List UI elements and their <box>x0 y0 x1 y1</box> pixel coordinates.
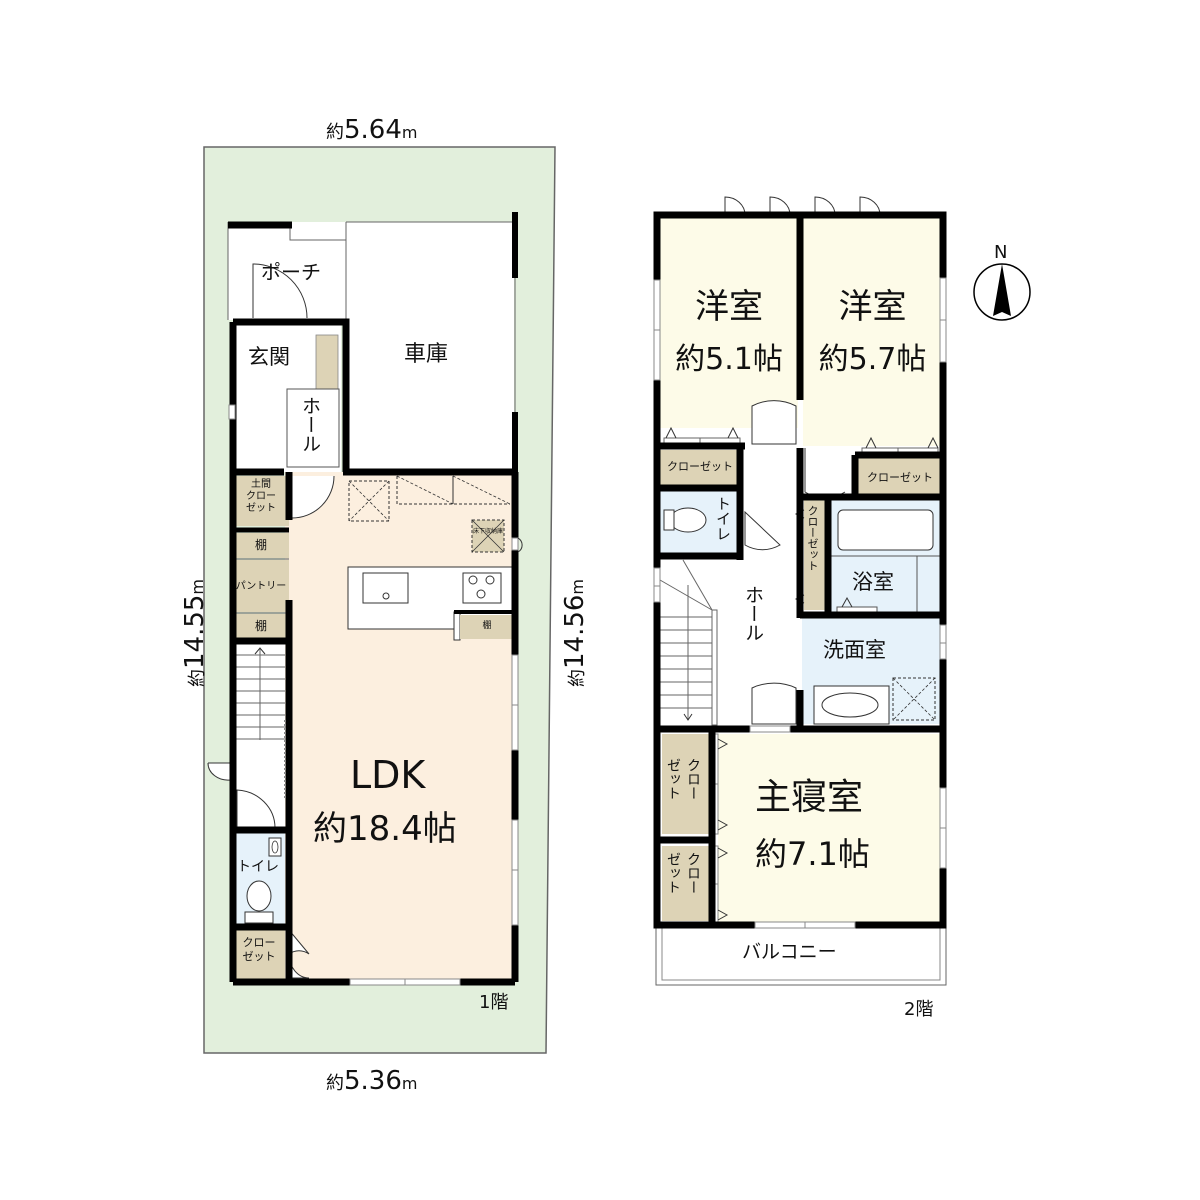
toilet-2f-label: トイレ <box>714 496 732 541</box>
closet-2f-1-label: クローゼット <box>667 460 733 473</box>
underfloor-storage-label: 床下収納庫 <box>472 528 503 535</box>
doma-closet-label: 土間 クロー ゼット <box>246 479 276 514</box>
hall-closet-label: クローゼット <box>806 505 819 571</box>
shoe-cabinet <box>315 334 339 391</box>
bath-label: 浴室 <box>852 570 894 594</box>
toilet-1f-label: トイレ <box>237 859 279 875</box>
compass-label: N <box>994 242 1008 263</box>
porch-label: ポーチ <box>261 260 321 284</box>
master-closet-b-label: クロー ゼット <box>665 852 701 894</box>
dimension-bottom: 約5.36m <box>326 1066 418 1096</box>
dimension-right: 約14.56m <box>560 578 590 688</box>
ldk-name-label: LDK <box>350 753 426 797</box>
master-bedroom-size: 約7.1帖 <box>755 835 870 873</box>
master-bedroom-name: 主寝室 <box>755 777 864 818</box>
master-closet-a-label: クロー ゼット <box>665 758 701 800</box>
hall-2f-area <box>740 446 798 726</box>
shelf-2-label: 棚 <box>254 619 267 633</box>
sink <box>362 572 409 604</box>
floor-1-label: 1階 <box>479 992 509 1013</box>
western-room-1-size: 約5.1帖 <box>675 342 783 377</box>
balcony-label: バルコニー <box>742 941 837 963</box>
western-room-2-name: 洋室 <box>838 287 907 327</box>
kitchen-shelf-label: 棚 <box>482 621 492 631</box>
dimension-left: 約14.55m <box>180 578 210 688</box>
master-bedroom-area <box>718 734 940 922</box>
hall-2f-label: ホール <box>742 585 764 642</box>
dimension-top: 約5.64m <box>326 115 418 145</box>
floor-2-label: 2階 <box>904 999 934 1020</box>
washroom-label: 洗面室 <box>823 638 886 662</box>
shelf-1-label: 棚 <box>254 538 267 552</box>
garage-label: 車庫 <box>404 342 449 367</box>
pantry-label: パントリー <box>235 581 287 592</box>
stove <box>462 572 502 604</box>
ldk-size-label: 約18.4帖 <box>313 809 457 849</box>
western-room-2-size: 約5.7帖 <box>818 342 927 377</box>
garage-area <box>346 222 514 472</box>
closet-1f-label: クロー ゼット <box>242 936 276 963</box>
ldk-floor <box>285 472 515 982</box>
western-room-1-area <box>660 218 798 428</box>
closet-2f-2-label: クローゼット <box>867 471 933 484</box>
western-room-1-name: 洋室 <box>695 287 763 327</box>
entrance-label: 玄関 <box>248 345 290 369</box>
western-room-2-area <box>803 218 942 446</box>
hall-1f-label: ホール <box>299 396 321 453</box>
north-arrow-icon <box>973 263 1031 321</box>
